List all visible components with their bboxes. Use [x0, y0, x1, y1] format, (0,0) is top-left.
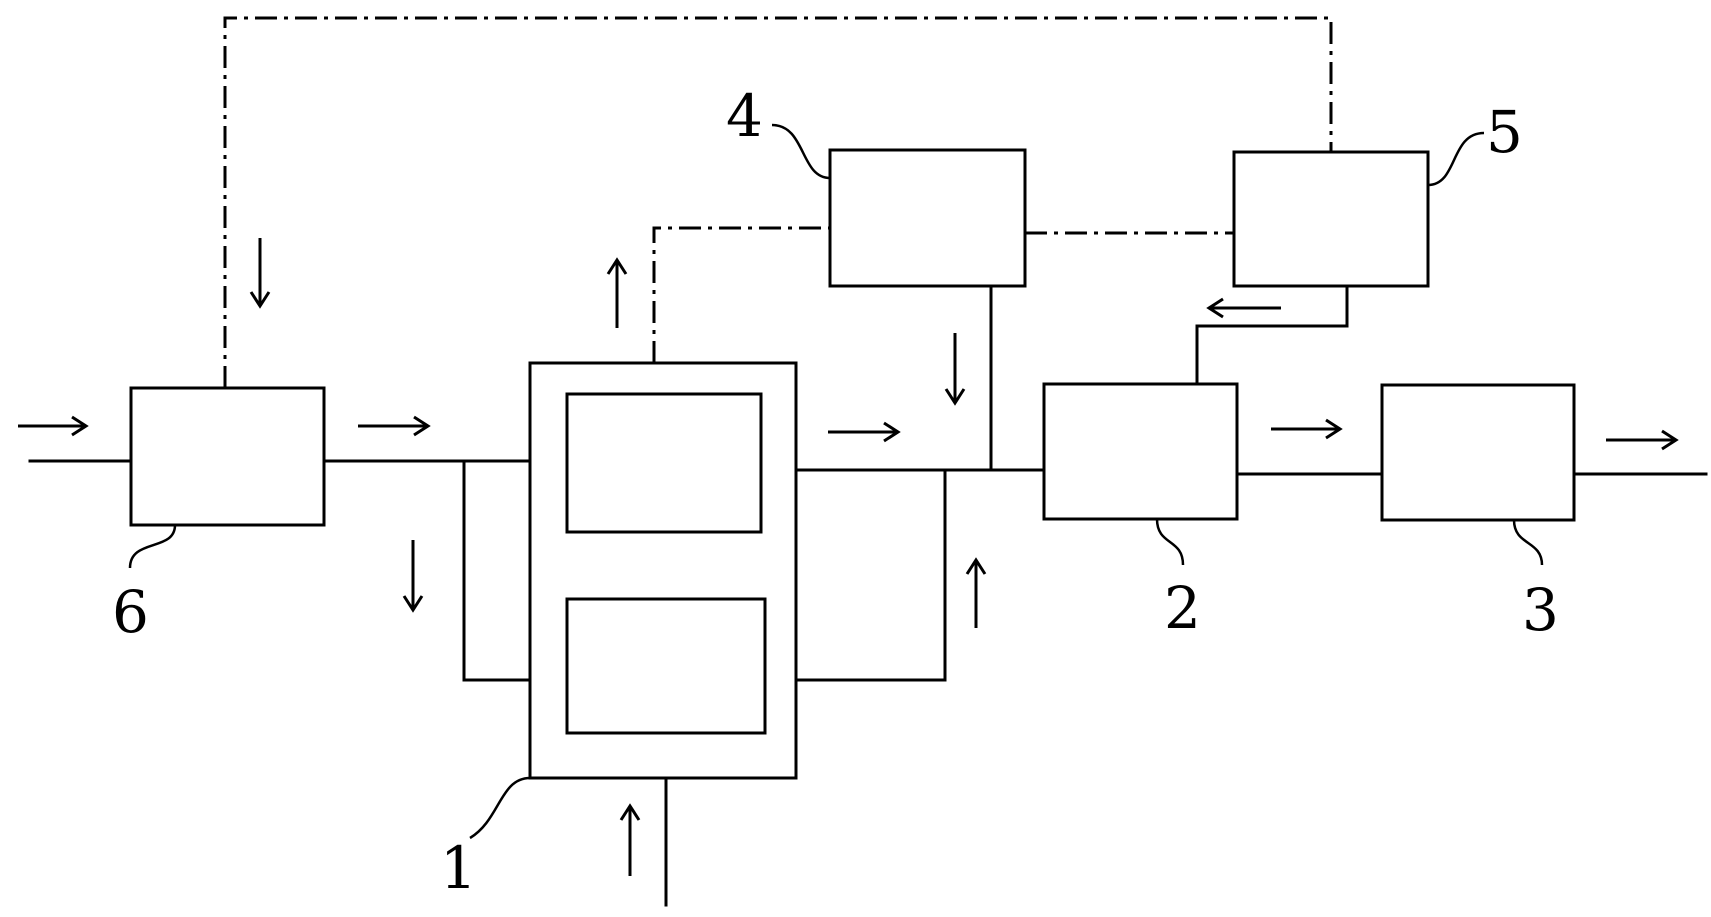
- leader-unit-2: [1155, 518, 1185, 566]
- unit-3-box: [1380, 383, 1576, 522]
- signal-lines: [223, 16, 1333, 388]
- arrow-right-after-2: [1271, 418, 1343, 440]
- unit-5-box: [1232, 150, 1430, 288]
- arrow-left-to-5: [1206, 297, 1281, 319]
- arrow-up-signal-1: [606, 257, 628, 328]
- arrow-right-after-6: [358, 415, 431, 437]
- unit-1-lower-inner-box: [565, 597, 767, 735]
- units: [129, 148, 1576, 780]
- flow-arrows: [18, 238, 1679, 876]
- unit-labels: 6 1 4 5 2 3: [112, 82, 1559, 902]
- unit-6-box: [129, 386, 326, 527]
- signal-line-6-to-5: [223, 16, 1333, 388]
- arrow-up-bottom-inlet: [619, 803, 641, 876]
- label-unit-6: 6: [112, 578, 149, 646]
- label-unit-1: 1: [440, 834, 477, 902]
- label-unit-4: 4: [726, 82, 763, 150]
- arrow-down-signal-6: [249, 238, 271, 309]
- label-unit-2: 2: [1164, 574, 1201, 642]
- unit-1-upper-inner-box: [565, 392, 763, 534]
- arrow-right-inlet: [18, 415, 89, 437]
- arrow-down-split: [402, 540, 424, 613]
- process-lines: [28, 284, 1708, 907]
- arrow-right-after-1: [828, 421, 901, 443]
- line-2-to-5: [1195, 284, 1349, 386]
- arrow-down-from-4: [944, 333, 966, 406]
- label-unit-3: 3: [1522, 576, 1559, 644]
- leader-unit-6: [128, 524, 177, 569]
- label-unit-5: 5: [1486, 98, 1523, 166]
- label-leaders: [128, 123, 1544, 840]
- leader-unit-4: [771, 123, 831, 180]
- leader-unit-3: [1512, 519, 1544, 566]
- arrow-right-outlet: [1606, 429, 1679, 451]
- arrow-up-merge: [965, 557, 987, 628]
- leader-unit-1: [469, 776, 531, 840]
- unit-2-box: [1042, 382, 1239, 521]
- signal-line-1-to-4: [652, 226, 830, 363]
- leader-unit-5: [1427, 131, 1485, 187]
- unit-4-box: [828, 148, 1027, 288]
